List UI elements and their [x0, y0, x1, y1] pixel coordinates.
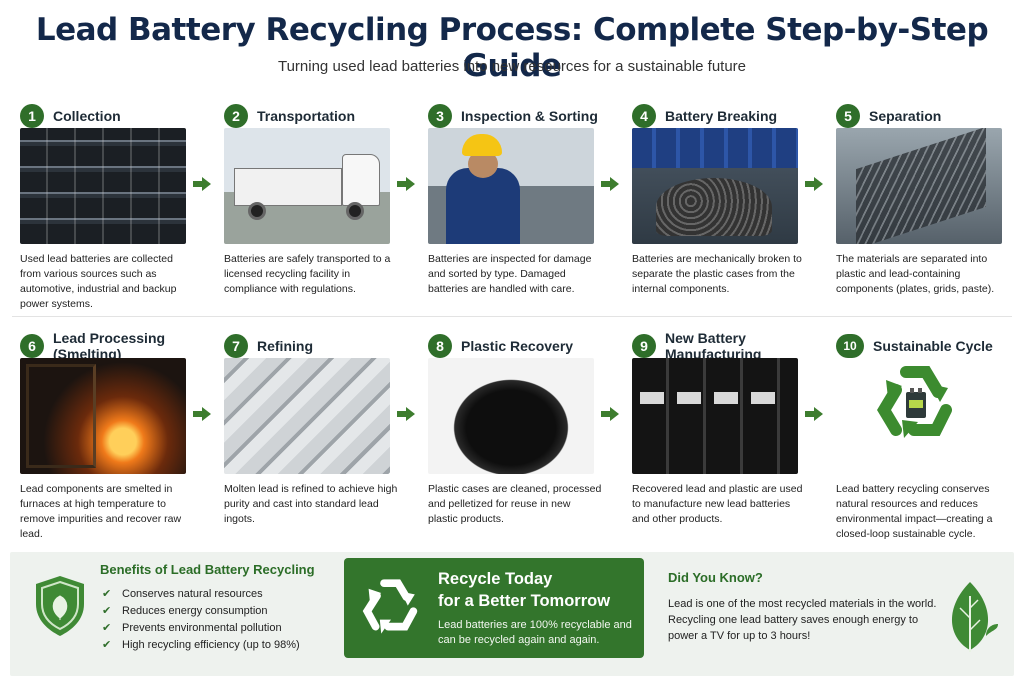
step-description: Batteries are inspected for damage and s…: [428, 253, 592, 295]
page-title: Lead Battery Recycling Process: Complete…: [35, 12, 989, 84]
step-plastic-recovery: 8 Plastic Recovery Plastic cases are clea…: [428, 320, 610, 548]
list-item: ✔Reduces energy consumption: [102, 603, 300, 620]
step-label: Refining: [257, 338, 313, 354]
list-item: ✔High recycling efficiency (up to 98%): [102, 637, 300, 654]
step-description: Lead components are smelted in furnaces …: [20, 483, 182, 540]
step-number: 9: [632, 334, 656, 358]
plastic-pellets-photo: [428, 358, 594, 474]
step-separation: 5 Separation The materials are separated …: [836, 90, 1018, 318]
cta-title: Recycle Today for a Better Tomorrow: [438, 568, 610, 612]
inspection-photo: [428, 128, 594, 244]
step-description: Molten lead is refined to achieve high p…: [224, 483, 398, 525]
step-inspection-sorting: 3 Inspection & Sorting Batteries are insp…: [428, 90, 610, 318]
step-number: 7: [224, 334, 248, 358]
cta-banner: Recycle Today for a Better Tomorrow Lead…: [344, 558, 644, 658]
page-subtitle: Turning used lead batteries into new res…: [277, 58, 747, 75]
did-you-know-title: Did You Know?: [668, 570, 763, 585]
step-battery-breaking: 4 Battery Breaking Batteries are mechanic…: [632, 90, 814, 318]
step-label: Collection: [53, 108, 121, 124]
did-you-know-text: Lead is one of the most recycled materia…: [668, 598, 937, 642]
battery-breaking-photo: [632, 128, 798, 244]
step-number: 2: [224, 104, 248, 128]
check-icon: ✔: [102, 639, 112, 651]
step-number: 1: [20, 104, 44, 128]
list-item: ✔Prevents environmental pollution: [102, 620, 300, 637]
step-description: Used lead batteries are collected from v…: [20, 253, 177, 310]
step-number: 6: [20, 334, 44, 358]
transportation-photo: [224, 128, 390, 244]
collection-photo: [20, 128, 186, 244]
leaf-icon: [951, 582, 998, 652]
new-batteries-photo: [632, 358, 798, 474]
step-label: Sustainable Cycle: [873, 338, 993, 354]
step-refining: 7 Refining Molten lead is refined to achi…: [224, 320, 406, 548]
process-row-1: 1 Collection Used lead batteries are coll…: [0, 90, 1024, 318]
step-collection: 1 Collection Used lead batteries are coll…: [20, 90, 202, 318]
step-label: Separation: [869, 108, 942, 124]
smelting-photo: [20, 358, 186, 474]
did-you-know-panel: Did You Know? Lead is one of the most re…: [664, 552, 1004, 676]
benefits-panel: Benefits of Lead Battery Recycling ✔Cons…: [10, 552, 340, 676]
step-description: Lead battery recycling conserves natural…: [836, 483, 993, 540]
step-label: Plastic Recovery: [461, 338, 574, 354]
benefits-list: ✔Conserves natural resources ✔Reduces en…: [102, 586, 300, 654]
benefits-title: Benefits of Lead Battery Recycling: [100, 562, 315, 577]
step-number: 3: [428, 104, 452, 128]
step-sustainable-cycle: 10 Sustainable Cycle Lead battery recycli…: [836, 320, 1018, 548]
step-description: Batteries are safely transported to a li…: [224, 253, 391, 295]
cta-text: Lead batteries are 100% recyclable and c…: [438, 619, 632, 646]
step-description: Recovered lead and plastic are used to m…: [632, 483, 803, 525]
step-transportation: 2 Transportation Batteries are safely tra…: [224, 90, 406, 318]
recycle-icon: [877, 366, 952, 438]
separation-photo: [836, 128, 1002, 244]
step-description: The materials are separated into plastic…: [836, 253, 995, 295]
step-number: 4: [632, 104, 656, 128]
step-description: Batteries are mechanically broken to sep…: [632, 253, 802, 295]
step-number: 5: [836, 104, 860, 128]
info-band: Benefits of Lead Battery Recycling ✔Cons…: [10, 552, 1014, 676]
step-label: Battery Breaking: [665, 108, 778, 124]
step-number: 8: [428, 334, 452, 358]
shield-leaf-icon: [36, 576, 84, 636]
cta-title-line-2: for a Better Tomorrow: [438, 592, 611, 610]
row-divider: [12, 316, 1012, 317]
step-description: Plastic cases are cleaned, processed and…: [428, 483, 602, 525]
lead-ingots-photo: [224, 358, 390, 474]
step-label: Transportation: [257, 108, 356, 124]
step-label: Inspection & Sorting: [461, 108, 598, 124]
check-icon: ✔: [102, 588, 112, 600]
check-icon: ✔: [102, 605, 112, 617]
recycle-icon: [362, 579, 418, 634]
step-number: 10: [836, 334, 864, 358]
cta-title-line-1: Recycle Today: [438, 570, 553, 588]
check-icon: ✔: [102, 622, 112, 634]
list-item: ✔Conserves natural resources: [102, 586, 300, 603]
